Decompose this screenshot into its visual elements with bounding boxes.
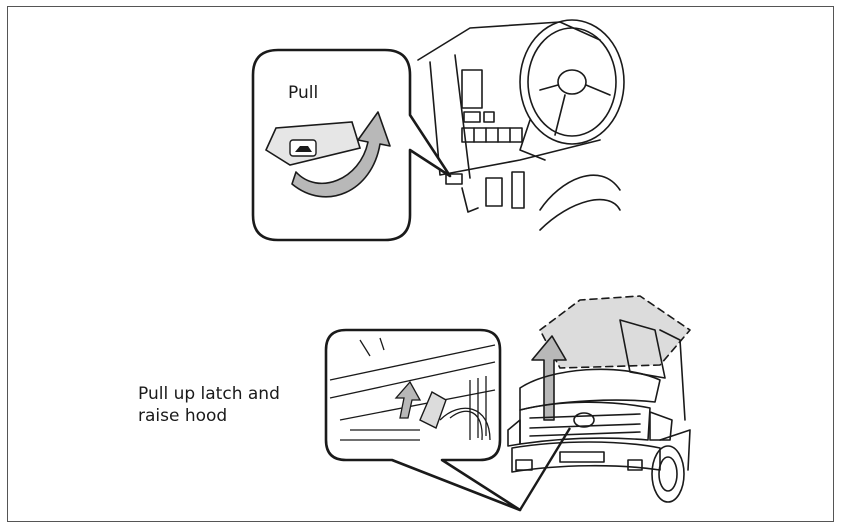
latch-instruction: Pull up latch and raise hood [138, 383, 318, 427]
hood-release-callout [253, 50, 450, 240]
vehicle-illustration [508, 296, 690, 502]
dashboard-illustration [418, 20, 624, 230]
latch-instruction-line-1: Pull up latch and [138, 383, 318, 405]
pull-label: Pull [288, 83, 318, 103]
latch-instruction-line-2: raise hood [138, 405, 318, 427]
latch-callout [326, 330, 570, 510]
